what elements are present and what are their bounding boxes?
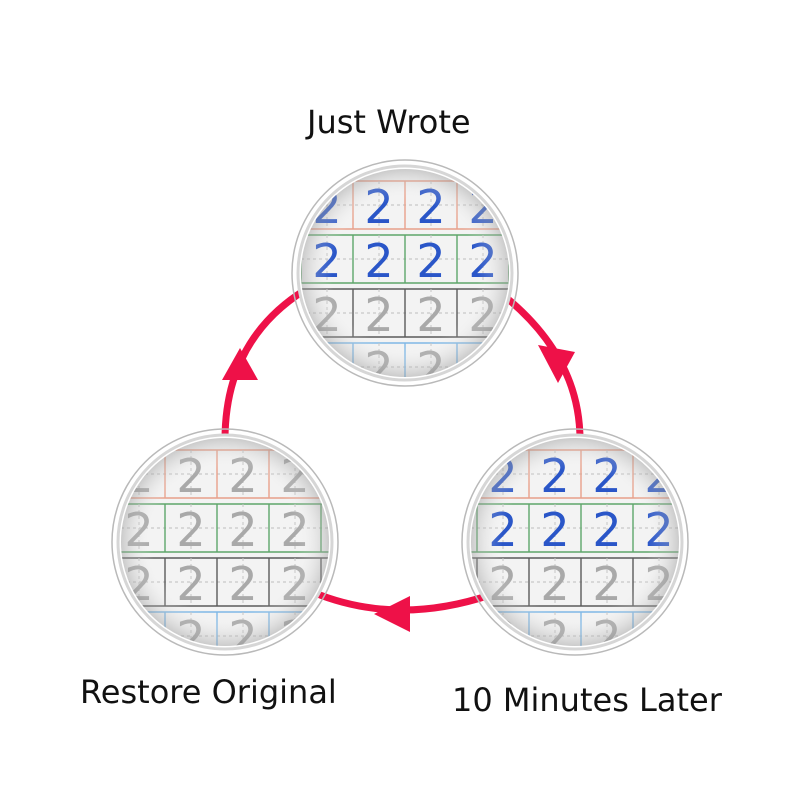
magnifier-outer-ring	[291, 159, 519, 387]
practice-digit: 2	[696, 611, 725, 665]
practice-digit: 2	[748, 611, 777, 665]
practice-digit: 2	[436, 449, 465, 503]
arrowhead-up	[222, 348, 258, 380]
practice-digit: 2	[260, 180, 289, 234]
practice-digit: 2	[748, 557, 777, 611]
practice-digit: 2	[384, 449, 413, 503]
practice-digit: 2	[72, 503, 101, 557]
practice-digit: 2	[572, 288, 601, 342]
practice-digit: 2	[260, 234, 289, 288]
practice-digit: 2	[520, 180, 549, 234]
practice-digit: 2	[260, 342, 289, 396]
arrowhead-down-right	[538, 345, 575, 383]
practice-digit: 2	[748, 449, 777, 503]
magnifier-shading	[471, 438, 679, 646]
practice-digit: 2	[696, 503, 725, 557]
practice-digit: 2	[696, 449, 725, 503]
arrowhead-left	[374, 596, 410, 632]
label-just-wrote: Just Wrote	[307, 103, 471, 141]
practice-digit: 2	[436, 611, 465, 665]
practice-digit: 2	[520, 234, 549, 288]
magnifier-shading	[301, 169, 509, 377]
practice-digit: 2	[72, 611, 101, 665]
magnifier-outer-ring	[461, 428, 689, 656]
cycle-arc-left-to-top	[221, 286, 309, 444]
label-ten-minutes-later: 10 Minutes Later	[452, 681, 722, 719]
practice-digit: 2	[332, 611, 361, 665]
practice-digit: 2	[384, 503, 413, 557]
magnifier-outer-ring	[111, 428, 339, 656]
label-restore-original: Restore Original	[80, 673, 337, 711]
magnifier-shading	[121, 438, 329, 646]
practice-digit: 2	[572, 342, 601, 396]
practice-digit: 2	[72, 557, 101, 611]
practice-digit: 2	[572, 234, 601, 288]
practice-digit: 2	[72, 449, 101, 503]
practice-digit: 2	[748, 503, 777, 557]
practice-digit: 2	[436, 503, 465, 557]
practice-digit: 2	[572, 180, 601, 234]
practice-digit: 2	[696, 557, 725, 611]
cycle-connector	[221, 281, 584, 632]
practice-digit: 2	[332, 449, 361, 503]
